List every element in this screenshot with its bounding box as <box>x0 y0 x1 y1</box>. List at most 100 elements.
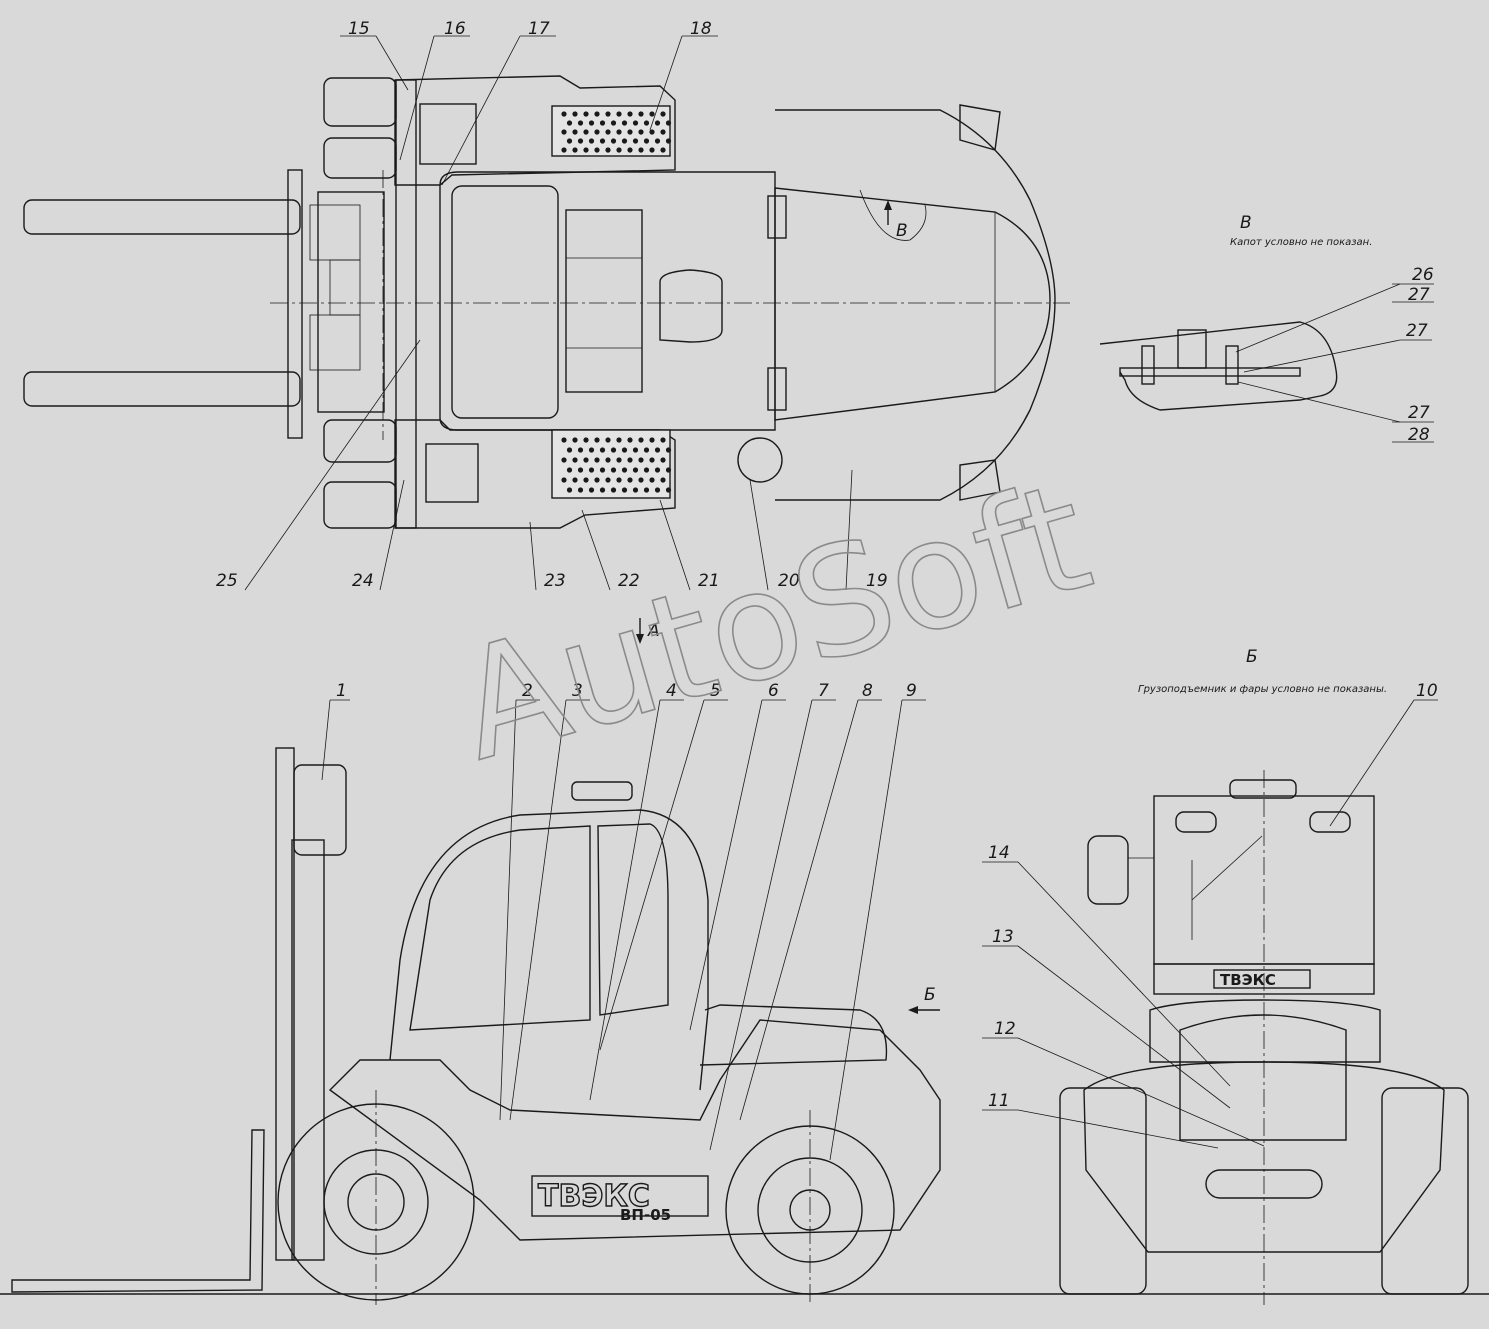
grille-hole <box>594 147 600 153</box>
grille-hole <box>660 147 666 153</box>
detail-v-title: В <box>1240 213 1252 233</box>
grille-hole <box>643 447 650 453</box>
grille-hole <box>599 138 606 144</box>
grille-hole <box>627 147 633 153</box>
grille-dots-bottom <box>561 437 672 493</box>
grille-hole <box>610 138 617 144</box>
grille-hole <box>577 487 584 493</box>
grille-hole <box>605 111 611 117</box>
grille-hole <box>561 147 567 153</box>
grille-hole <box>616 129 622 135</box>
label-1: 1 <box>336 681 347 701</box>
grille-hole <box>588 467 595 473</box>
grille-hole <box>627 437 633 443</box>
grille-dots-top <box>561 111 672 153</box>
grille-hole <box>638 477 644 483</box>
side-view: ТВЭКС ВП-05 А Б <box>0 618 1489 1305</box>
grille-hole <box>660 111 666 117</box>
grille-hole <box>616 111 622 117</box>
detail-v: В Капот условно не показан. 26 27 27 27 … <box>1099 213 1434 445</box>
label-25: 25 <box>216 571 238 591</box>
side-model: ВП-05 <box>620 1206 671 1224</box>
label-2: 2 <box>522 681 533 701</box>
grille-hole <box>561 457 567 463</box>
grille-hole <box>561 477 567 483</box>
grille-hole <box>572 457 578 463</box>
grille-hole <box>643 467 650 473</box>
grille-hole <box>621 487 628 493</box>
grille-hole <box>649 129 655 135</box>
grille-hole <box>594 129 600 135</box>
label-28: 28 <box>1408 425 1430 445</box>
label-24: 24 <box>352 571 374 591</box>
grille-hole <box>594 457 600 463</box>
grille-hole <box>594 477 600 483</box>
top-view: В <box>23 75 1070 529</box>
grille-hole <box>572 477 578 483</box>
label-17: 17 <box>528 19 550 39</box>
grille-hole <box>660 129 666 135</box>
label-26: 26 <box>1412 265 1434 285</box>
grille-hole <box>616 477 622 483</box>
grille-hole <box>561 111 567 117</box>
grille-hole <box>627 129 633 135</box>
grille-hole <box>632 487 639 493</box>
grille-hole <box>583 111 589 117</box>
grille-hole <box>583 129 589 135</box>
grille-hole <box>643 120 650 126</box>
label-20: 20 <box>778 571 800 591</box>
grille-hole <box>588 138 595 144</box>
watermark: AutoSoft <box>440 450 1107 795</box>
grille-hole <box>632 120 639 126</box>
label-9: 9 <box>906 681 917 701</box>
grille-hole <box>610 120 617 126</box>
label-7: 7 <box>818 681 829 701</box>
grille-hole <box>566 487 573 493</box>
label-11: 11 <box>988 1091 1010 1111</box>
label-19: 19 <box>866 571 888 591</box>
label-6: 6 <box>768 681 779 701</box>
label-22: 22 <box>618 571 640 591</box>
label-14: 14 <box>988 843 1010 863</box>
view-b-note: Грузоподъемник и фары условно не показан… <box>1138 684 1387 695</box>
grille-hole <box>605 457 611 463</box>
grille-hole <box>599 487 606 493</box>
grille-hole <box>654 120 661 126</box>
grille-hole <box>643 138 650 144</box>
grille-hole <box>638 437 644 443</box>
grille-hole <box>649 111 655 117</box>
grille-hole <box>632 467 639 473</box>
grille-hole <box>561 437 567 443</box>
grille-hole <box>649 457 655 463</box>
grille-hole <box>616 437 622 443</box>
grille-hole <box>599 120 606 126</box>
grille-hole <box>577 120 584 126</box>
section-mark-v: В <box>896 221 908 241</box>
grille-hole <box>649 147 655 153</box>
grille-hole <box>566 120 573 126</box>
label-21: 21 <box>698 571 720 591</box>
grille-hole <box>660 457 666 463</box>
grille-hole <box>572 111 578 117</box>
grille-hole <box>649 437 655 443</box>
arrow-b-label: Б <box>924 985 936 1005</box>
grille-hole <box>572 129 578 135</box>
grille-hole <box>599 467 606 473</box>
grille-hole <box>616 147 622 153</box>
side-leaders <box>321 699 926 1161</box>
grille-hole <box>588 447 595 453</box>
label-27b: 27 <box>1406 321 1428 341</box>
label-18: 18 <box>690 19 712 39</box>
grille-hole <box>605 147 611 153</box>
top-view-labels: 15 16 17 18 19 20 21 22 23 24 25 <box>216 19 888 591</box>
grille-hole <box>654 467 661 473</box>
grille-hole <box>665 447 672 453</box>
label-15: 15 <box>348 19 370 39</box>
label-8: 8 <box>862 681 873 701</box>
grille-hole <box>605 129 611 135</box>
grille-hole <box>566 467 573 473</box>
grille-hole <box>621 138 628 144</box>
grille-hole <box>588 120 595 126</box>
grille-hole <box>572 147 578 153</box>
view-b: Б Грузоподъемник и фары условно не показ… <box>1059 647 1469 1305</box>
